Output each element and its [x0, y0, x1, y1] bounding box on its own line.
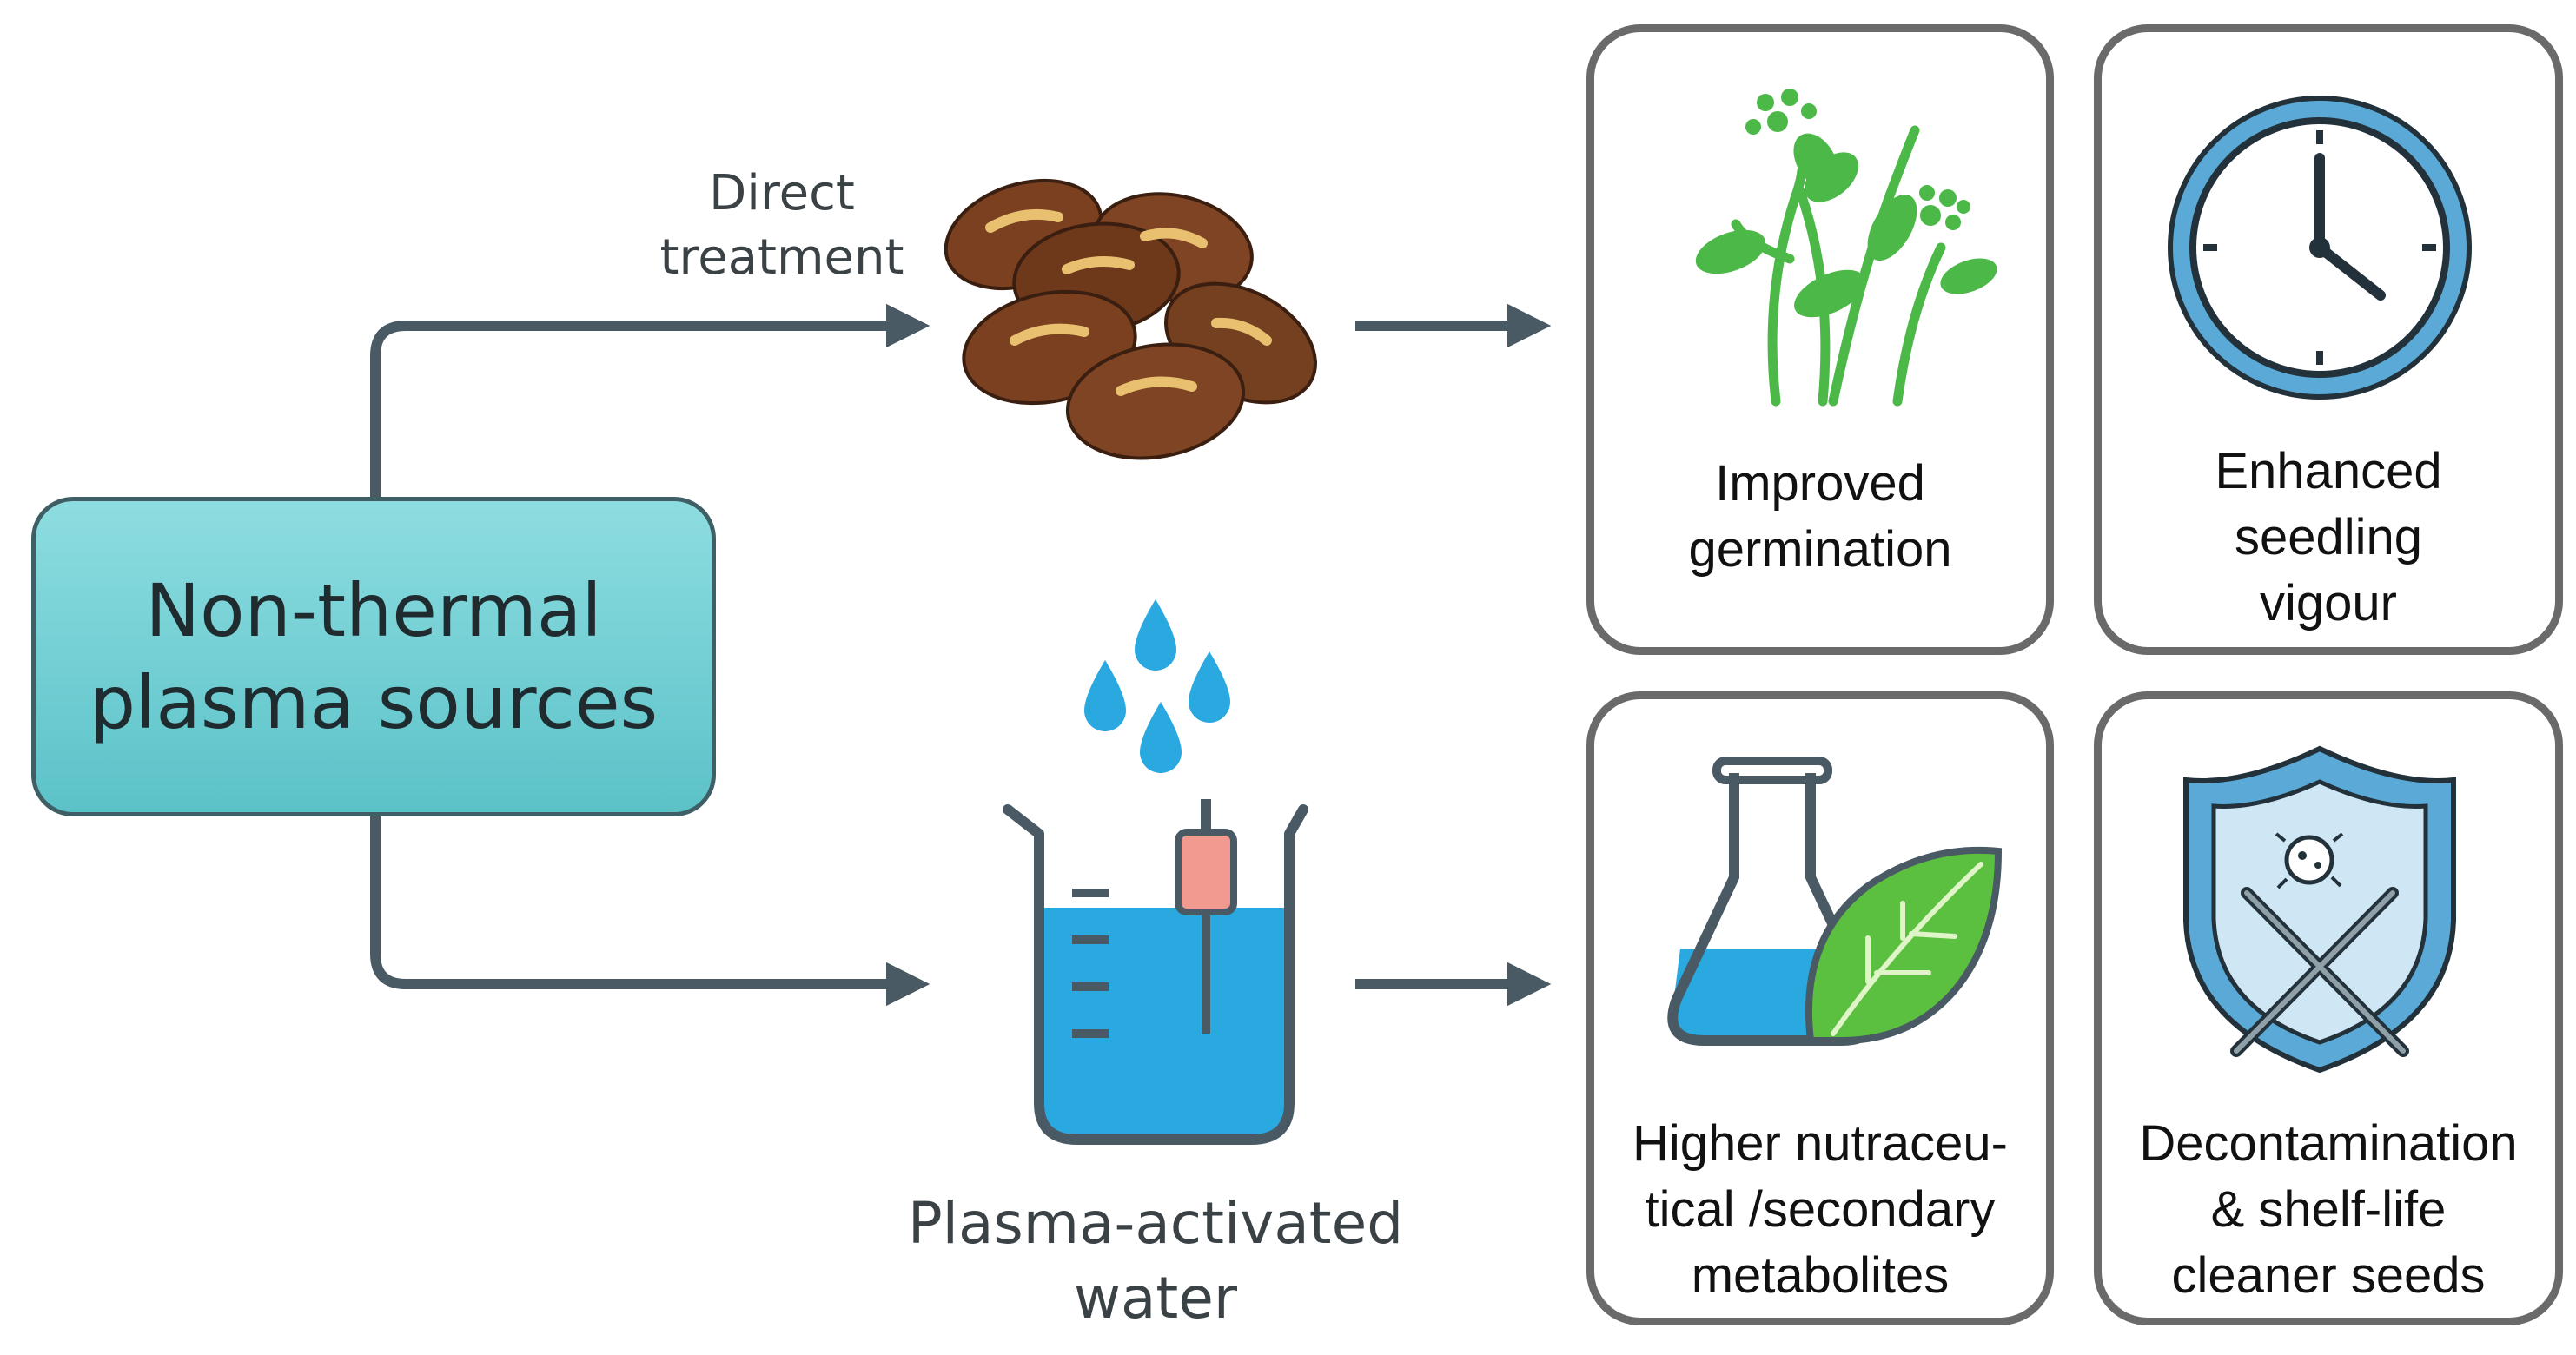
outcome-line: metabolites	[1691, 1247, 1950, 1304]
outcome-line: germination	[1688, 521, 1952, 578]
outcome-line: cleaner seeds	[2171, 1247, 2486, 1304]
seeds-icon	[944, 178, 1317, 460]
plasma-source-line-2: plasma sources	[89, 660, 659, 745]
outcome-label-germination: Improved germination	[1594, 451, 2046, 583]
sprout-icon	[1695, 89, 1997, 406]
connector-direct-treatment	[370, 303, 930, 497]
outcome-card-germination: Improved germination	[1586, 24, 2054, 655]
outcome-line: Decontamination	[2139, 1115, 2518, 1172]
outcome-line: Higher nutraceu-	[1632, 1115, 2008, 1172]
outcome-label-decontamination: Decontamination & shelf-life cleaner see…	[2102, 1111, 2555, 1309]
direct-treatment-line-1: Direct	[709, 165, 855, 221]
clock-icon	[2168, 96, 2472, 400]
outcome-line: Improved	[1715, 455, 1925, 512]
plasma-activated-water-line-2: water	[1073, 1265, 1238, 1332]
outcome-line: seedling	[2234, 509, 2423, 565]
direct-treatment-label: Direct treatment	[626, 162, 938, 290]
plasma-activated-water-line-1: Plasma-activated	[907, 1190, 1404, 1257]
connector-plasma-water	[370, 816, 930, 1007]
outcome-label-seedling-vigour: Enhanced seedling vigour	[2102, 439, 2555, 637]
direct-treatment-line-2: treatment	[659, 229, 904, 286]
outcome-line: Enhanced	[2215, 443, 2442, 499]
plasma-source-line-1: Non-thermal	[145, 568, 602, 653]
outcome-label-metabolites: Higher nutraceu- tical /secondary metabo…	[1594, 1111, 2046, 1309]
outcome-line: vigour	[2260, 575, 2397, 631]
outcome-line: & shelf-life	[2210, 1181, 2447, 1238]
shield-microbe-icon	[2183, 745, 2456, 1074]
plasma-source-label: Non-thermal plasma sources	[89, 565, 659, 749]
water-drops-icon	[1084, 599, 1230, 773]
beaker-icon	[1003, 799, 1308, 1145]
plasma-source-box: Non-thermal plasma sources	[31, 497, 716, 816]
flask-leaf-icon	[1667, 757, 2003, 1046]
outcome-line: tical /secondary	[1645, 1181, 1996, 1238]
plasma-activated-water-label: Plasma-activated water	[860, 1186, 1451, 1336]
